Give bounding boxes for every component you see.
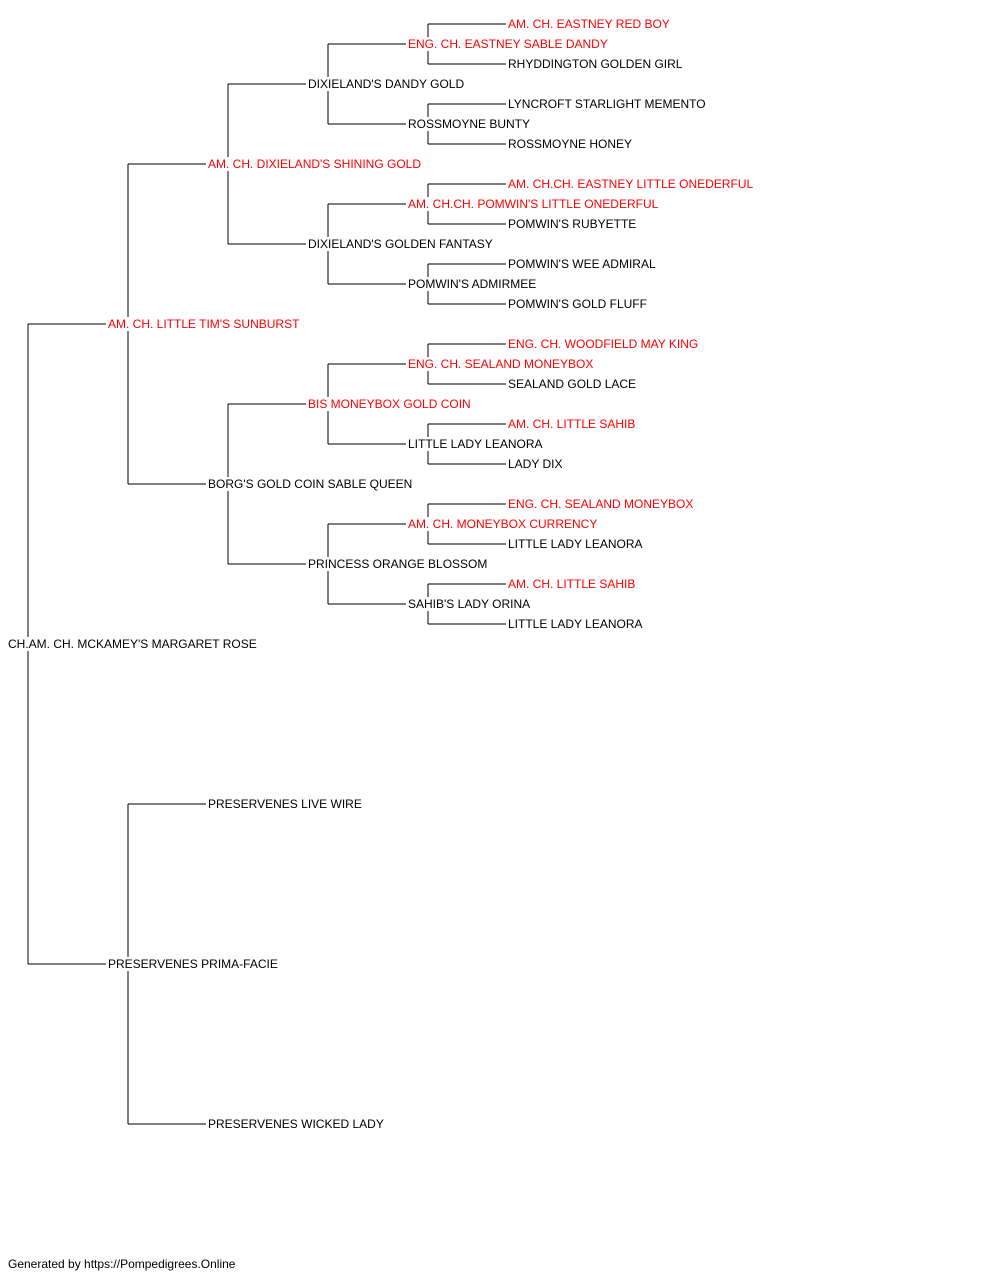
pedigree-entry: LADY DIX: [506, 457, 565, 471]
pedigree-entry: POMWIN'S RUBYETTE: [506, 217, 639, 231]
pedigree-entry-champion: AM. CH.CH. EASTNEY LITTLE ONEDERFUL: [506, 177, 756, 191]
pedigree-entry-champion: AM. CH.CH. POMWIN'S LITTLE ONEDERFUL: [406, 197, 661, 211]
generated-by-footer: Generated by https://Pompedigrees.Online: [8, 1257, 236, 1271]
pedigree-entry: RHYDDINGTON GOLDEN GIRL: [506, 57, 685, 71]
pedigree-entry-champion: AM. CH. LITTLE TIM'S SUNBURST: [106, 317, 302, 331]
pedigree-entry: LYNCROFT STARLIGHT MEMENTO: [506, 97, 708, 111]
pedigree-entry-champion: BIS MONEYBOX GOLD COIN: [306, 397, 473, 411]
pedigree-entry: PRESERVENES LIVE WIRE: [206, 797, 364, 811]
pedigree-entry: PRESERVENES WICKED LADY: [206, 1117, 386, 1131]
pedigree-entry: LITTLE LADY LEANORA: [506, 537, 645, 551]
pedigree-entry-champion: ENG. CH. SEALAND MONEYBOX: [406, 357, 596, 371]
pedigree-entry-champion: ENG. CH. WOODFIELD MAY KING: [506, 337, 701, 351]
pedigree-entry: ROSSMOYNE HONEY: [506, 137, 635, 151]
pedigree-entry-champion: AM. CH. DIXIELAND'S SHINING GOLD: [206, 157, 423, 171]
pedigree-entry-champion: AM. CH. LITTLE SAHIB: [506, 577, 638, 591]
pedigree-entry: ROSSMOYNE BUNTY: [406, 117, 533, 131]
pedigree-entry: SEALAND GOLD LACE: [506, 377, 639, 391]
pedigree-entry-champion: AM. CH. LITTLE SAHIB: [506, 417, 638, 431]
pedigree-entry: DIXIELAND'S DANDY GOLD: [306, 77, 467, 91]
pedigree-entry: POMWIN'S GOLD FLUFF: [506, 297, 649, 311]
pedigree-entry-champion: AM. CH. EASTNEY RED BOY: [506, 17, 672, 31]
pedigree-entry: PRESERVENES PRIMA-FACIE: [106, 957, 280, 971]
pedigree-entry: BORG'S GOLD COIN SABLE QUEEN: [206, 477, 415, 491]
pedigree-entry: SAHIB'S LADY ORINA: [406, 597, 533, 611]
pedigree-entry: PRINCESS ORANGE BLOSSOM: [306, 557, 490, 571]
pedigree-entry: POMWIN'S ADMIRMEE: [406, 277, 539, 291]
pedigree-entry: LITTLE LADY LEANORA: [506, 617, 645, 631]
pedigree-entry-champion: AM. CH. MONEYBOX CURRENCY: [406, 517, 600, 531]
pedigree-entry-champion: ENG. CH. EASTNEY SABLE DANDY: [406, 37, 610, 51]
pedigree-entry: DIXIELAND'S GOLDEN FANTASY: [306, 237, 495, 251]
pedigree-entry: LITTLE LADY LEANORA: [406, 437, 545, 451]
pedigree-entry: POMWIN'S WEE ADMIRAL: [506, 257, 658, 271]
pedigree-entry-champion: ENG. CH. SEALAND MONEYBOX: [506, 497, 696, 511]
pedigree-entry: CH.AM. CH. MCKAMEY'S MARGARET ROSE: [6, 637, 259, 651]
